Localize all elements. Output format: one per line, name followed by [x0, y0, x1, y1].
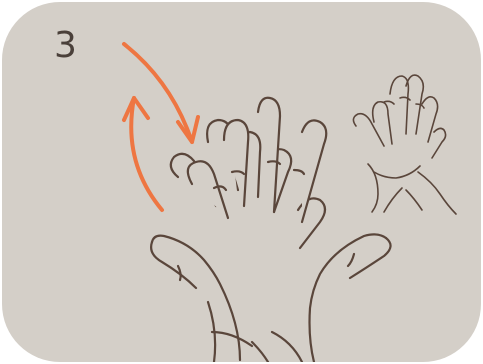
step-number: 3 [54, 28, 77, 64]
